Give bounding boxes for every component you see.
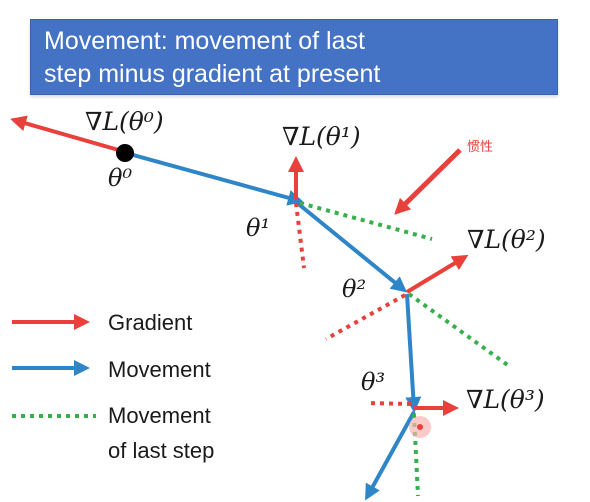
movement-arrow-3 xyxy=(365,411,416,501)
legend-last-step-label-1: Movement xyxy=(108,403,211,428)
negative-gradient-3 xyxy=(365,401,412,406)
negative-gradient-1 xyxy=(294,202,306,269)
last-movement-2 xyxy=(407,292,511,368)
legend: Gradient Movement Movement of last step xyxy=(12,310,214,463)
movement-path xyxy=(125,151,422,501)
legend-gradient-label: Gradient xyxy=(108,310,192,335)
gradient-label-2: ∇L(θ²) xyxy=(467,225,546,254)
theta-label-0: θ⁰ xyxy=(108,164,132,192)
gradient-arrows xyxy=(10,115,469,416)
gradient-label-1: ∇L(θ¹) xyxy=(282,122,361,151)
last-movement-lines xyxy=(299,201,511,497)
gradient-arrow-2 xyxy=(405,254,469,294)
negative-gradient-lines xyxy=(294,202,412,406)
negative-gradient-2 xyxy=(325,293,406,341)
theta-label-2: θ² xyxy=(342,275,366,303)
theta-label-1: θ¹ xyxy=(246,214,270,242)
title-banner: Movement: movement of last step minus gr… xyxy=(30,19,558,95)
theta-label-3: θ³ xyxy=(361,368,385,396)
title-line-2: step minus gradient at present xyxy=(44,60,381,88)
title-line-1: Movement: movement of last xyxy=(44,27,365,55)
movement-arrow-1 xyxy=(294,200,408,293)
movement-arrow-0 xyxy=(125,151,304,206)
cursor-dot xyxy=(417,424,423,430)
inertia-annotation-arrow xyxy=(394,148,462,215)
gradient-arrow-0 xyxy=(10,115,123,153)
gradient-label-3: ∇L(θ³) xyxy=(466,385,545,414)
inertia-annotation-label: 惯性 xyxy=(467,139,493,155)
legend-last-step-label-2: of last step xyxy=(108,438,214,463)
start-point xyxy=(116,144,134,162)
legend-movement-label: Movement xyxy=(108,357,211,382)
gradient-label-0: ∇L(θ⁰) xyxy=(85,107,164,136)
movement-arrow-2 xyxy=(405,293,422,413)
